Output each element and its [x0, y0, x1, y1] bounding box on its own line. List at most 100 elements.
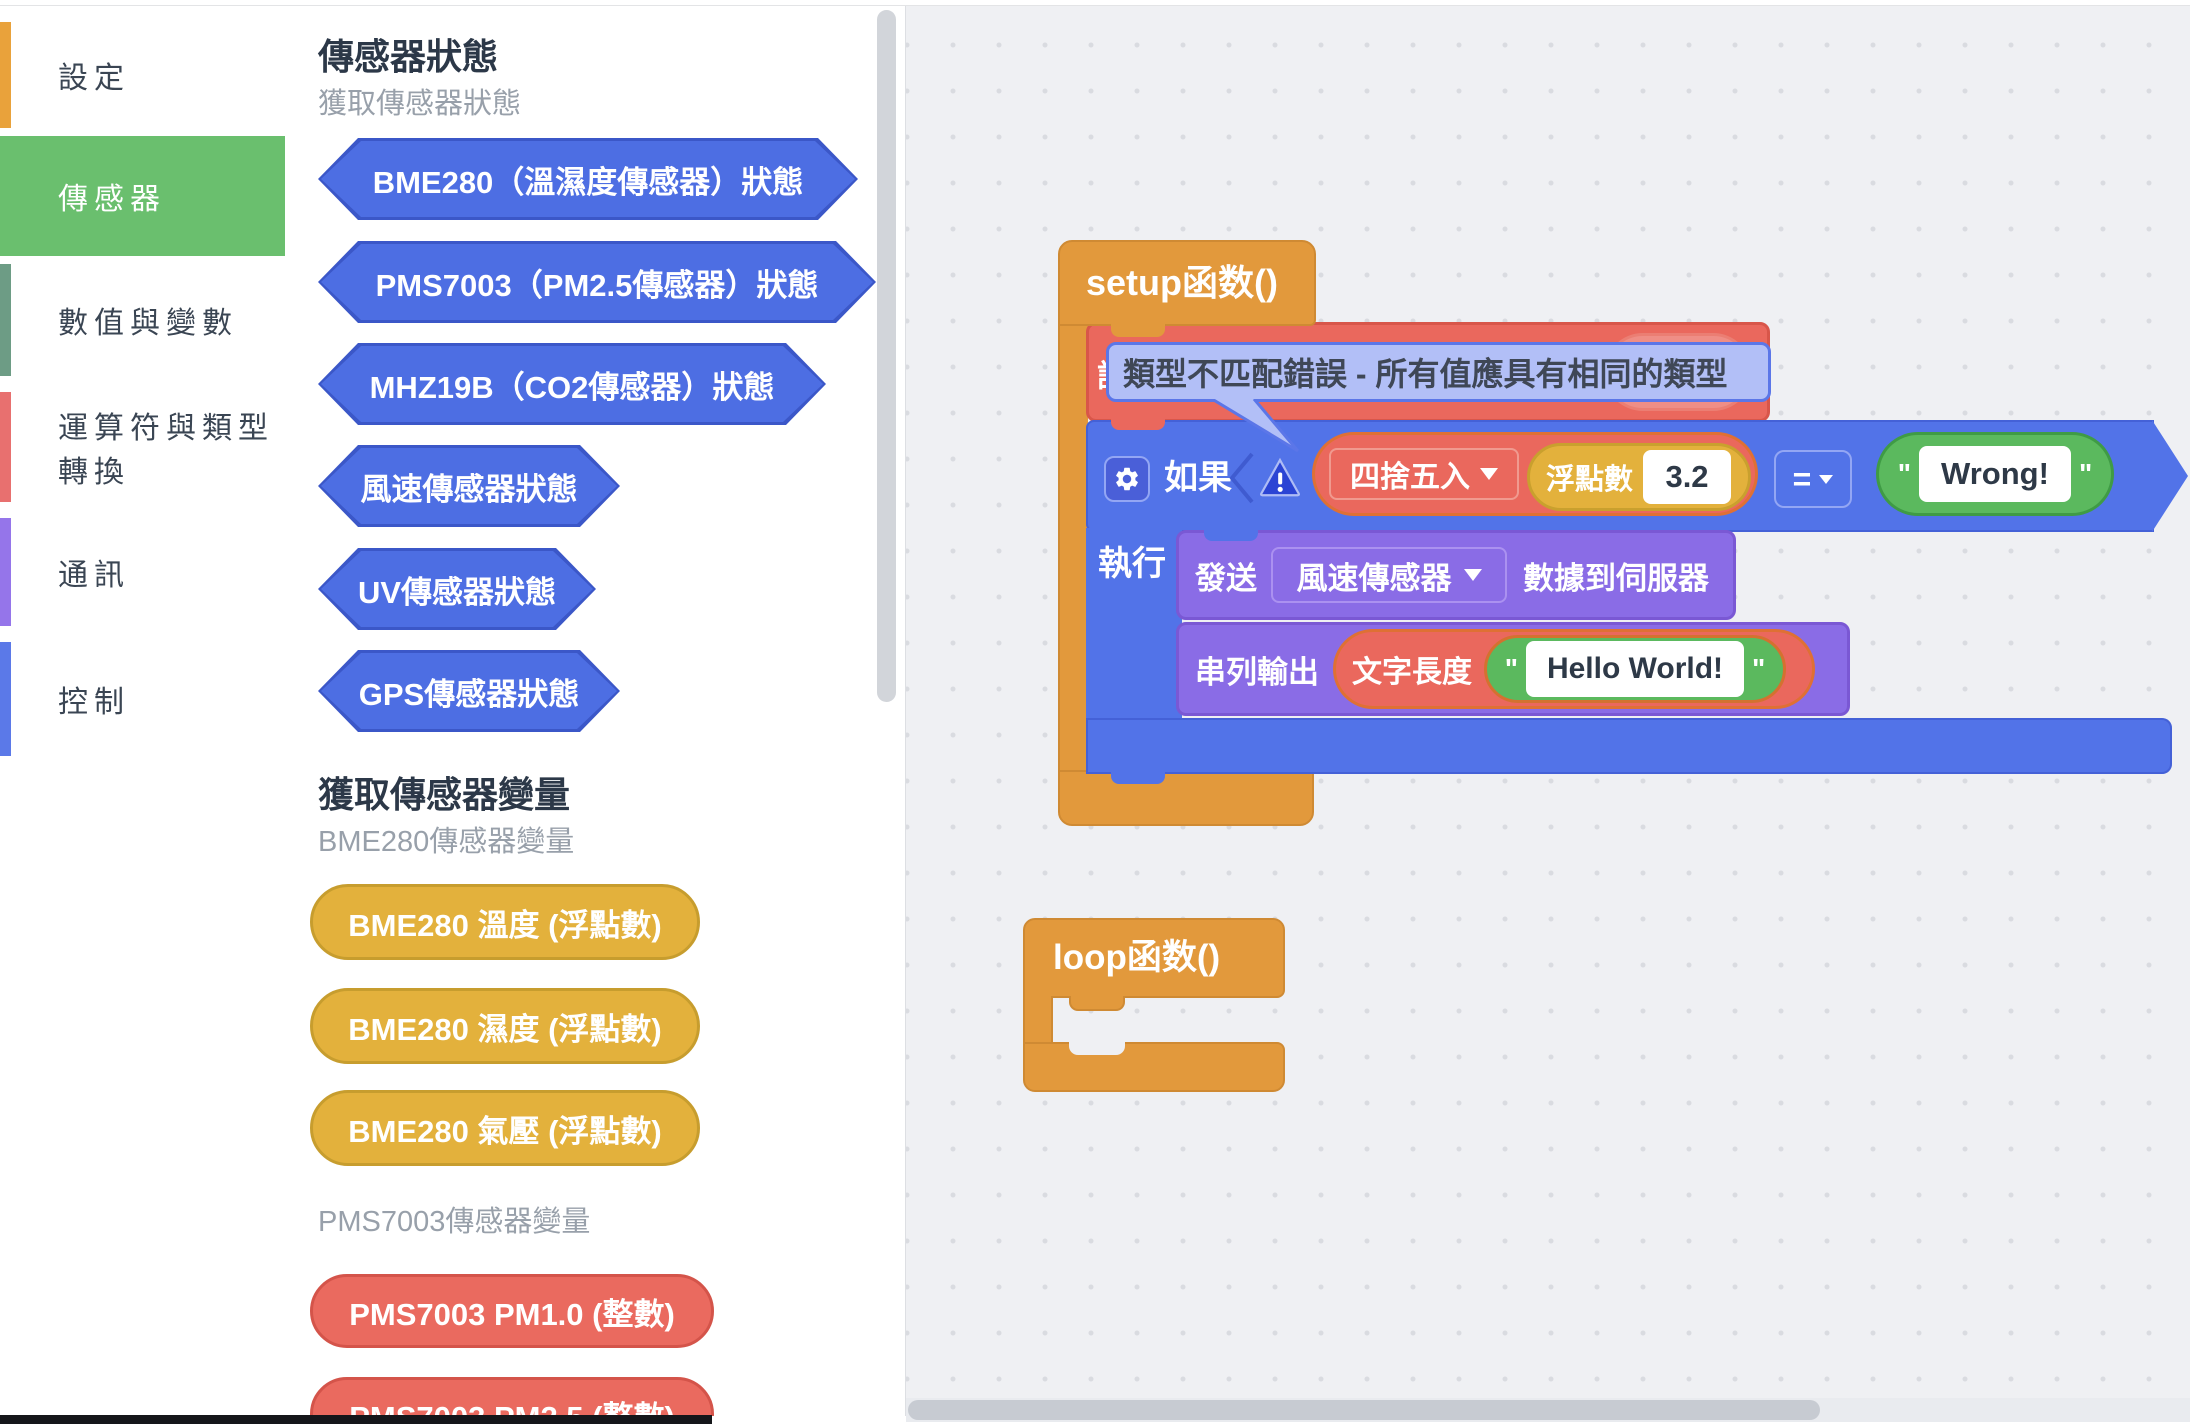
setup-block-bottom[interactable] [1058, 770, 1314, 826]
connection-notch [1204, 528, 1258, 541]
sidebar-item-values-variables[interactable]: 數值與變數 [0, 256, 285, 384]
flyout-block-bme280-pressure[interactable]: BME280 氣壓 (浮點數) [310, 1090, 700, 1166]
sidebar-item-label: 設定 [58, 62, 130, 95]
sidebar-item-operators[interactable]: 運算符與類型轉換 [0, 384, 285, 510]
loop-block-title: loop函数() [1053, 938, 1221, 977]
flyout-section-subtitle: BME280傳感器變量 [318, 826, 575, 858]
sidebar-item-settings[interactable]: 設定 [0, 14, 285, 136]
chevron-down-icon [1819, 474, 1834, 484]
dropdown-value: 四捨五入 [1350, 461, 1470, 494]
float-label: 浮點數 [1546, 464, 1634, 496]
flyout-block-uv-status[interactable]: UV傳感器狀態 [318, 548, 596, 630]
category-color-bar [0, 392, 11, 502]
type-mismatch-tooltip: 類型不匹配錯誤 - 所有值應具有相同的類型 [1106, 342, 1771, 402]
do-label: 執行 [1098, 545, 1166, 583]
sidebar-item-control[interactable]: 控制 [0, 634, 285, 764]
string-value-field[interactable]: Hello World! [1526, 641, 1744, 697]
round-mode-dropdown[interactable]: 四捨五入 [1329, 448, 1519, 500]
sidebar-item-label: 數值與變數 [58, 307, 238, 340]
text-length-block[interactable]: 文字長度 " Hello World! " [1333, 629, 1815, 709]
sidebar-item-communication[interactable]: 通訊 [0, 510, 285, 634]
statement-notch-cut [1069, 1040, 1125, 1055]
length-label: 文字長度 [1352, 656, 1472, 689]
block-label: PMS7003（PM2.5傳感器）狀態 [375, 267, 819, 303]
category-color-bar [0, 642, 11, 756]
flyout-block-bme280-status[interactable]: BME280（溫濕度傳感器）狀態 [318, 138, 858, 220]
block-label: GPS傳感器狀態 [358, 676, 580, 712]
send-data-block[interactable]: 發送 風速傳感器 數據到伺服器 [1176, 530, 1736, 620]
flyout-block-wind-status[interactable]: 風速傳感器狀態 [318, 445, 620, 527]
string-block-wrong[interactable]: " Wrong! " [1876, 432, 2114, 516]
chevron-down-icon [1463, 569, 1482, 581]
block-label: BME280 溫度 (浮點數) [348, 907, 662, 943]
connection-notch [1111, 324, 1165, 337]
statement-notch-tab [1069, 996, 1125, 1011]
block-label: MHZ19B（CO2傳感器）狀態 [369, 369, 775, 405]
block-label: UV傳感器狀態 [357, 574, 557, 610]
setup-function-block[interactable]: setup函数() [1058, 240, 1316, 326]
hexagon-fill [321, 244, 873, 320]
flyout-block-pms7003-pm10[interactable]: PMS7003 PM1.0 (整數) [310, 1274, 714, 1348]
loop-block-bottom[interactable] [1023, 1042, 1285, 1092]
if-block-bottom-bar[interactable] [1086, 718, 2172, 774]
sidebar-item-label: 控制 [58, 686, 130, 719]
close-quote: " [2079, 458, 2093, 489]
value-socket-chevron [1229, 452, 1254, 504]
serial-print-block[interactable]: 串列輸出 文字長度 " Hello World! " [1176, 622, 1850, 716]
flyout-block-bme280-humidity[interactable]: BME280 濕度 (浮點數) [310, 988, 700, 1064]
flyout-section-title: 傳感器狀態 [318, 36, 499, 77]
sidebar-item-label: 通訊 [58, 559, 130, 592]
flyout-block-bme280-temperature[interactable]: BME280 溫度 (浮點數) [310, 884, 700, 960]
flyout-vertical-scrollbar[interactable] [877, 10, 896, 702]
hexagon-fill [321, 653, 617, 729]
category-color-bar [0, 264, 11, 376]
category-color-bar [0, 22, 11, 128]
serial-label: 串列輸出 [1195, 654, 1319, 690]
if-block-do-column[interactable] [1086, 528, 1182, 724]
workspace-canvas[interactable]: 設 setup函数() 如果 四捨五入 [905, 6, 2190, 1422]
connection-notch [1111, 418, 1165, 430]
chevron-down-icon [1480, 468, 1498, 480]
float-value-field[interactable]: 3.2 [1643, 450, 1732, 504]
block-label: BME280 氣壓 (浮點數) [348, 1113, 662, 1149]
flyout-block-gps-status[interactable]: GPS傳感器狀態 [318, 650, 620, 732]
gear-icon [1116, 467, 1138, 491]
sidebar-item-sensors[interactable]: 傳感器 [0, 136, 285, 256]
window-top-border [0, 0, 2190, 6]
flyout-block-mhz19b-status[interactable]: MHZ19B（CO2傳感器）狀態 [318, 343, 826, 425]
hexagon-fill [321, 141, 855, 217]
if-block-right-tip [2152, 420, 2188, 532]
mutator-gear-button[interactable] [1104, 456, 1150, 502]
loop-function-block[interactable]: loop函数() [1023, 918, 1285, 998]
if-label: 如果 [1164, 459, 1232, 497]
tooltip-tail [1211, 399, 1300, 453]
string-block-hello[interactable]: " Hello World! " [1484, 635, 1786, 703]
round-function-block[interactable]: 四捨五入 浮點數 3.2 [1312, 432, 1758, 516]
send-suffix: 數據到伺服器 [1523, 560, 1709, 596]
block-label: PMS7003 PM2.5 (整數) [349, 1392, 675, 1417]
window-bottom-edge [0, 1415, 712, 1424]
flyout-section-subtitle: PMS7003傳感器變量 [318, 1206, 591, 1238]
hexagon-fill [321, 551, 593, 627]
hexagon-fill [321, 448, 617, 524]
setup-block-left-column[interactable] [1058, 324, 1088, 776]
string-value-field[interactable]: Wrong! [1919, 446, 2071, 502]
warning-icon[interactable] [1258, 456, 1302, 500]
sensor-dropdown[interactable]: 風速傳感器 [1271, 547, 1507, 603]
float-number-block[interactable]: 浮點數 3.2 [1527, 443, 1751, 511]
canvas-horizontal-scrollbar[interactable] [908, 1400, 1820, 1420]
comparison-operator-dropdown[interactable]: = [1774, 450, 1852, 508]
block-label: BME280（溫濕度傳感器）狀態 [372, 164, 804, 200]
sidebar-item-label: 傳感器 [58, 183, 166, 216]
connection-notch [1111, 770, 1165, 784]
open-quote: " [1897, 458, 1911, 489]
flyout-block-pms7003-status[interactable]: PMS7003（PM2.5傳感器）狀態 [318, 241, 876, 323]
loop-block-left-column[interactable] [1023, 996, 1053, 1046]
send-verb: 發送 [1195, 560, 1257, 596]
open-quote: " [1504, 653, 1518, 684]
flyout-section-subtitle: 獲取傳感器狀態 [318, 88, 522, 120]
setup-block-title: setup函数() [1086, 262, 1278, 303]
toolbox-sidebar: 設定 傳感器 數值與變數 運算符與類型轉換 通訊 控制 [0, 6, 286, 1416]
flyout-block-pms7003-pm25[interactable]: PMS7003 PM2.5 (整數) [310, 1377, 714, 1416]
